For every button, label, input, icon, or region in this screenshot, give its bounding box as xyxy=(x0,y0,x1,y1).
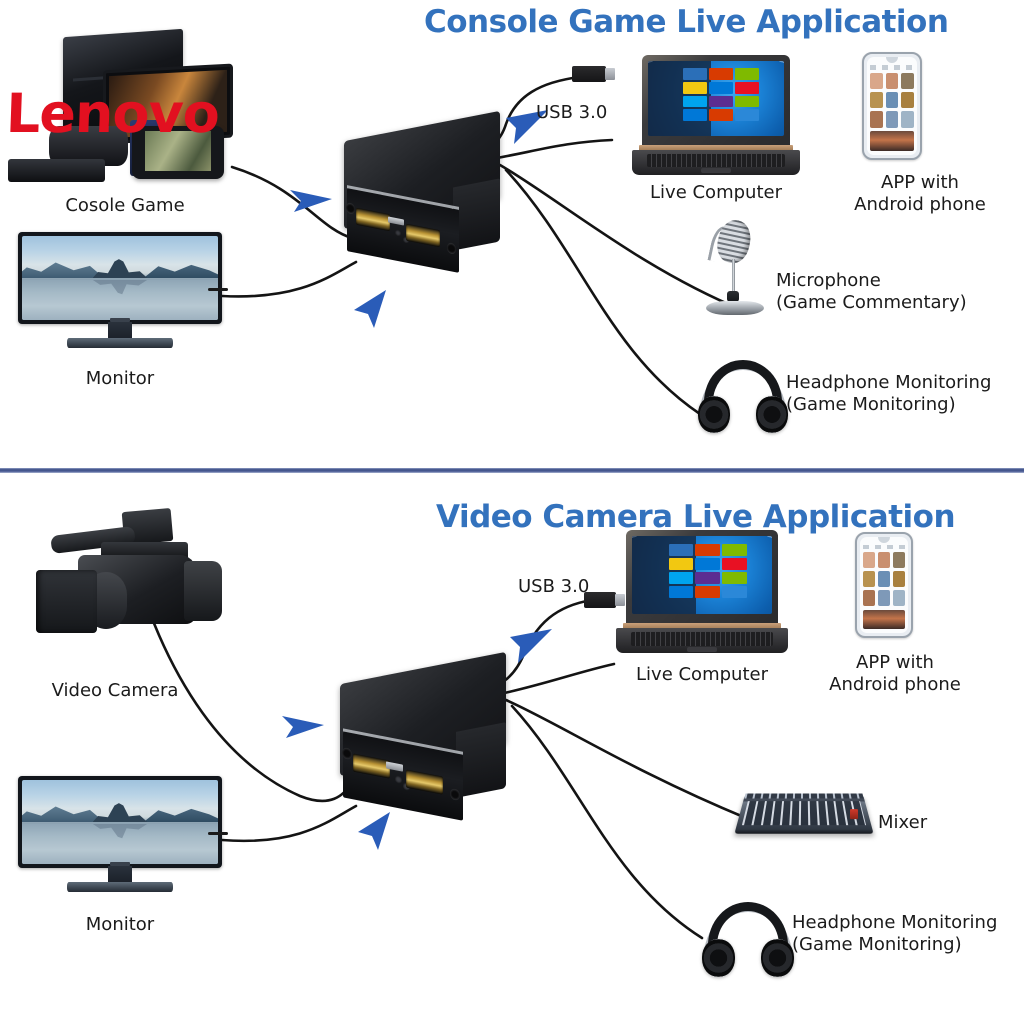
microphone-device xyxy=(700,217,770,318)
monitor-screen xyxy=(22,236,218,321)
label-video-camera: Video Camera xyxy=(51,680,179,701)
arrow-to-usb-2 xyxy=(508,627,554,665)
monitor-device-2 xyxy=(18,776,229,904)
label-headphone-line1-bottom: Headphone Monitoring xyxy=(792,912,998,933)
monitor-bezel xyxy=(18,232,222,325)
usb-connector-icon-2 xyxy=(584,592,625,608)
headphone-cup-left-2 xyxy=(701,939,735,977)
laptop-screen-2 xyxy=(632,536,772,614)
headphone-cup-left xyxy=(697,396,730,433)
capture-box-side-2 xyxy=(456,722,506,798)
capture-box-side xyxy=(453,178,500,251)
label-mixer: Mixer xyxy=(878,812,928,833)
label-monitor-top: Monitor xyxy=(85,368,155,389)
arrow-to-usb xyxy=(504,108,550,146)
hdmi-capture-box xyxy=(344,110,500,284)
audio-mixer-device xyxy=(734,790,874,836)
game-console-cluster xyxy=(8,28,238,185)
laptop-device-2 xyxy=(616,530,788,656)
sensor-bar-icon xyxy=(8,158,105,182)
arrow-to-box-from-console xyxy=(288,182,336,216)
camcorder-lens-hood xyxy=(36,570,97,633)
label-app-line1-top: APP with xyxy=(881,172,959,193)
label-monitor-bottom: Monitor xyxy=(85,914,155,935)
panel-title-video-camera: Video Camera Live Application xyxy=(436,499,956,535)
laptop-device xyxy=(632,55,800,177)
headphone-cup-right xyxy=(756,396,789,433)
label-usb-bottom: USB 3.0 xyxy=(518,576,590,597)
label-app-line2-top: Android phone xyxy=(854,194,986,215)
label-headphone-line2-top: (Game Monitoring) xyxy=(786,394,956,415)
phone-screen-2 xyxy=(860,537,908,633)
headphones-device xyxy=(696,360,790,436)
android-phone-device xyxy=(862,52,922,160)
monitor-bezel-2 xyxy=(18,776,222,869)
laptop-screen xyxy=(648,61,784,136)
panel-title-console-game: Console Game Live Application xyxy=(424,4,949,40)
label-live-computer-bottom: Live Computer xyxy=(636,664,768,685)
hdmi-capture-box-2 xyxy=(340,651,506,832)
label-console-game: Cosole Game xyxy=(65,195,185,216)
label-live-computer-top: Live Computer xyxy=(650,182,782,203)
lenovo-watermark: Lenovo xyxy=(4,82,220,145)
label-usb-top: USB 3.0 xyxy=(536,102,608,123)
laptop-lid xyxy=(642,55,790,148)
handheld-console-icon xyxy=(132,126,225,179)
headphones-device-2 xyxy=(700,902,796,980)
monitor-device xyxy=(18,232,229,360)
label-headphone-line1-top: Headphone Monitoring xyxy=(786,372,992,393)
label-microphone-line2: (Game Commentary) xyxy=(776,292,967,313)
label-app-line2-bottom: Android phone xyxy=(829,674,961,695)
label-app-line1-bottom: APP with xyxy=(856,652,934,673)
laptop-lid-2 xyxy=(626,530,778,626)
usb-connector-icon xyxy=(572,66,615,82)
camcorder-device xyxy=(36,507,226,660)
label-headphone-line2-bottom: (Game Monitoring) xyxy=(792,934,962,955)
android-phone-device-2 xyxy=(855,532,913,638)
headphone-cup-right-2 xyxy=(761,939,795,977)
panel-divider xyxy=(0,468,1024,473)
panel-console-game: Console Game Live Application Lenovo Cos… xyxy=(0,0,1024,470)
arrow-to-box-from-camera xyxy=(280,708,328,742)
monitor-screen-2 xyxy=(22,780,218,865)
label-microphone-line1: Microphone xyxy=(776,270,881,291)
panel-video-camera: Video Camera Live Application Video Came… xyxy=(0,472,1024,1024)
arrow-to-box-from-monitor-2 xyxy=(352,810,396,850)
arrow-to-box-from-monitor xyxy=(348,288,392,328)
phone-screen xyxy=(867,57,917,155)
